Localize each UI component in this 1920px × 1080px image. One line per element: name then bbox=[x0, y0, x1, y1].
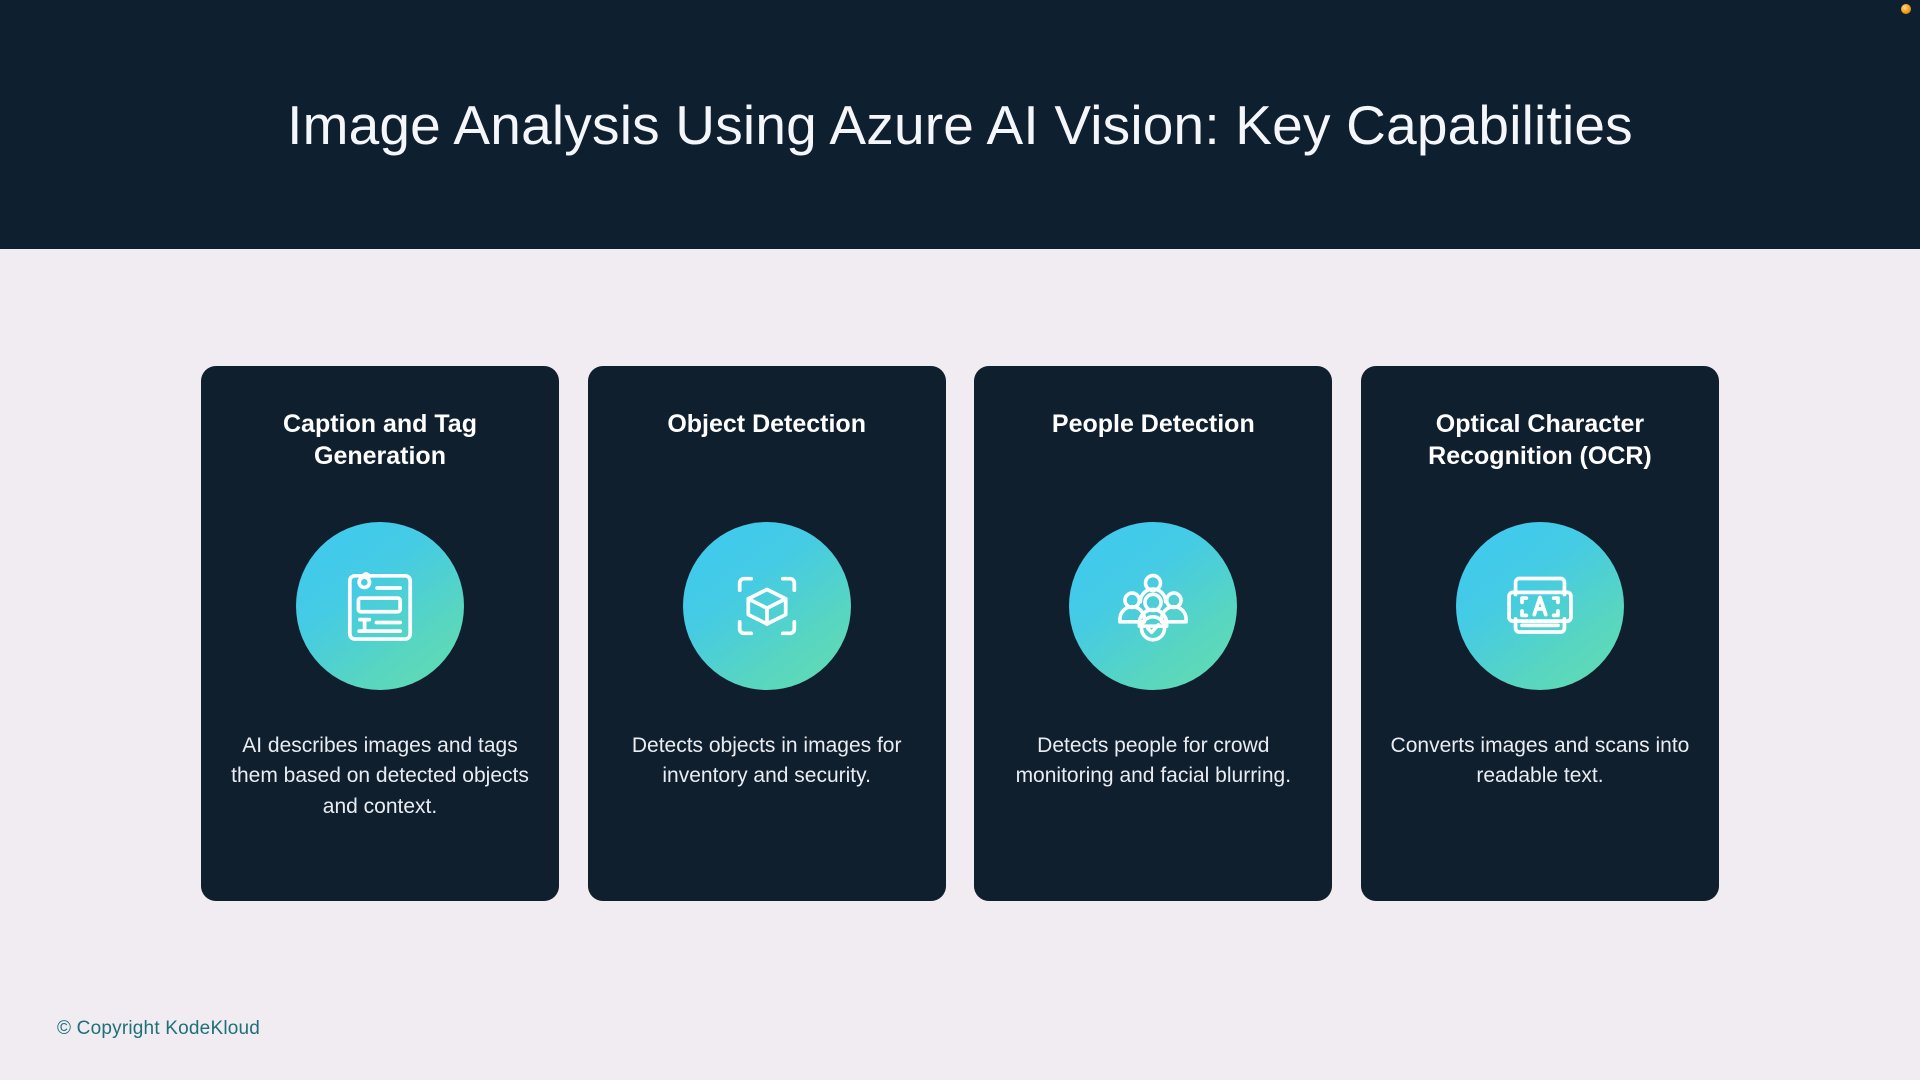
capability-card-object-detection[interactable]: Object Detection Detects objects in imag… bbox=[587, 366, 946, 901]
ocr-letter-a-scan-icon bbox=[1507, 576, 1573, 634]
card-description: Converts images and scans into readable … bbox=[1390, 734, 1690, 788]
card-title: Optical Character Recognition (OCR) bbox=[1428, 410, 1652, 470]
card-description: AI describes images and tags them based … bbox=[231, 734, 529, 818]
capability-cards-row: Caption and Tag Generation AI describes … bbox=[201, 366, 1719, 901]
capability-card-people-detection[interactable]: People Detection bbox=[974, 366, 1333, 901]
card-description: Detects people for crowd monitoring and … bbox=[1015, 734, 1292, 788]
capability-card-optical-character-recognition[interactable]: Optical Character Recognition (OCR) bbox=[1360, 366, 1719, 901]
icon-circle bbox=[682, 522, 851, 690]
card-icon-wrapper bbox=[1361, 522, 1719, 690]
capability-card-caption-and-tag-generation[interactable]: Caption and Tag Generation AI describes … bbox=[201, 366, 559, 901]
card-description: Detects objects in images for inventory … bbox=[631, 734, 902, 788]
people-group-check-icon bbox=[1118, 573, 1189, 642]
page-title: Image Analysis Using Azure AI Vision: Ke… bbox=[287, 93, 1633, 156]
card-title: Object Detection bbox=[667, 410, 866, 438]
footer-copyright: © Copyright KodeKloud bbox=[57, 1018, 261, 1039]
card-icon-wrapper bbox=[588, 522, 946, 690]
caption-tag-icon bbox=[347, 572, 413, 641]
card-icon-wrapper bbox=[201, 522, 559, 690]
card-title: Caption and Tag Generation bbox=[283, 410, 477, 470]
card-icon-wrapper bbox=[974, 522, 1332, 690]
object-cube-scan-icon bbox=[737, 576, 796, 636]
icon-circle bbox=[1455, 522, 1624, 690]
icon-circle bbox=[1069, 522, 1238, 690]
page-header: Image Analysis Using Azure AI Vision: Ke… bbox=[0, 0, 1920, 249]
card-title: People Detection bbox=[1051, 410, 1255, 438]
status-dot-icon bbox=[1901, 4, 1911, 14]
icon-circle bbox=[296, 522, 464, 690]
